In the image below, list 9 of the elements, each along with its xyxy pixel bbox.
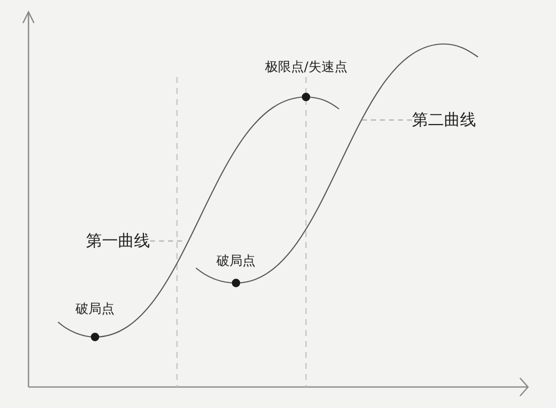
point-label: 极限点/失速点: [265, 60, 348, 76]
growth-curve: [58, 96, 340, 338]
leader-line: [361, 119, 412, 121]
curve-label: 第一曲线: [86, 231, 150, 251]
growth-curve: [196, 43, 478, 284]
point-label: 破局点: [216, 254, 256, 270]
curve-label: 第二曲线: [412, 110, 476, 130]
point-label: 破局点: [76, 302, 114, 318]
leader-line: [150, 240, 185, 242]
